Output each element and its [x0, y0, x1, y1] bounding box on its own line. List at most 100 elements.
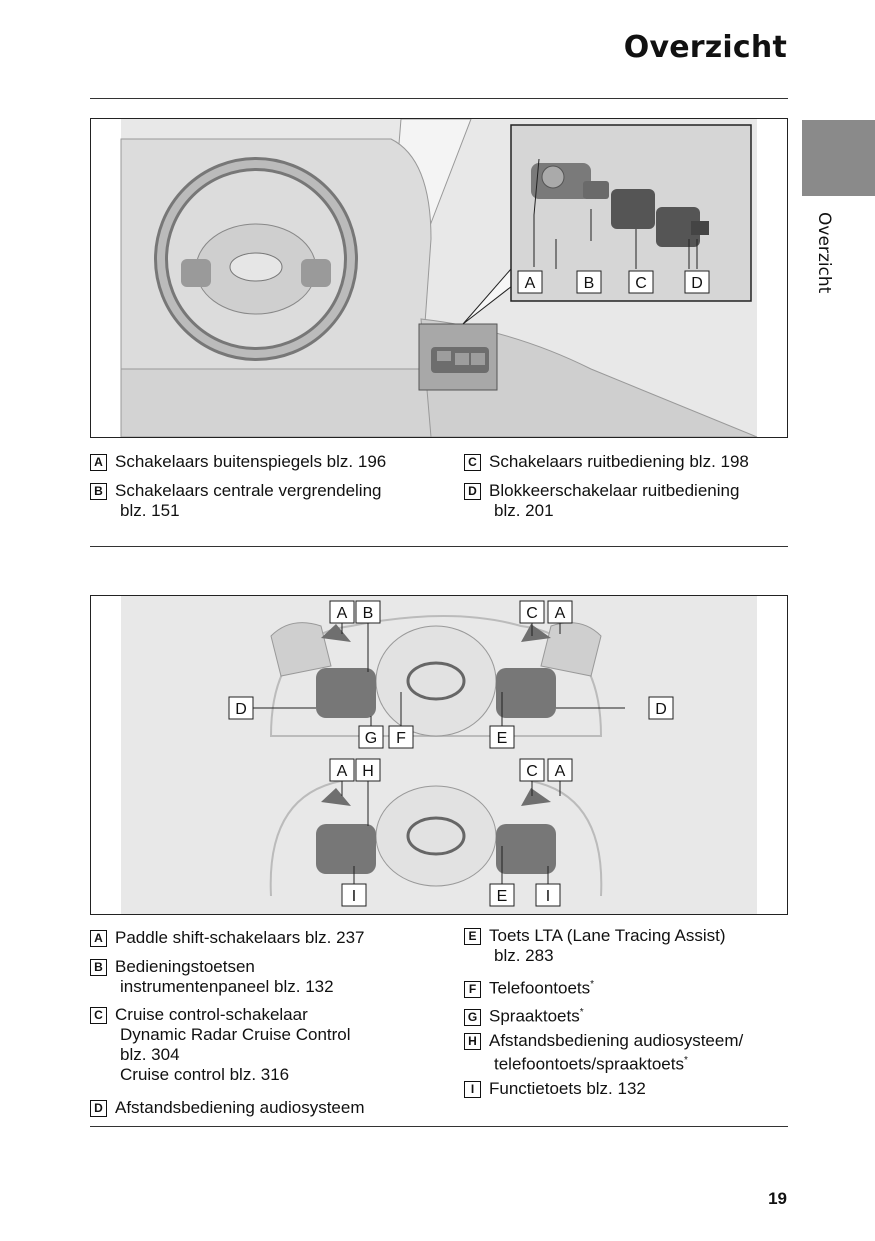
callout-b: B: [576, 270, 602, 294]
legend-steering-switches: A Paddle shift-schakelaars blz. 237 B Bedi…: [90, 926, 788, 1118]
item-text: Functietoets blz. 132: [489, 1079, 646, 1098]
svg-text:F: F: [396, 730, 406, 747]
callout-f: F: [388, 725, 414, 749]
callout-a: A: [329, 758, 355, 782]
svg-text:A: A: [337, 605, 348, 622]
callout-d: D: [228, 696, 254, 720]
callout-a: A: [329, 600, 355, 624]
callout-a: A: [517, 270, 543, 294]
svg-text:H: H: [362, 763, 374, 780]
svg-text:A: A: [555, 763, 566, 780]
item-subtext: Cruise control blz. 316: [120, 1065, 290, 1084]
legend-item: C Cruise control-schakelaar Dynamic Radar…: [90, 1005, 351, 1085]
callout-g: G: [358, 725, 384, 749]
footer-divider: [90, 1126, 788, 1127]
callout-i: I: [535, 883, 561, 907]
svg-text:A: A: [337, 763, 348, 780]
item-subtext: blz. 304: [120, 1045, 180, 1064]
steering-wheel-illustration: A B C A D D G F E A H C A I E I: [121, 596, 757, 914]
legend-item: H Afstandsbediening audiosysteem/ telefoo…: [464, 1031, 743, 1075]
figure-steering-switches: A B C A D D G F E A H C A I E I: [90, 595, 788, 915]
item-text: Afstandsbediening audiosysteem/: [489, 1031, 744, 1050]
svg-text:G: G: [365, 730, 377, 747]
callout-d: D: [648, 696, 674, 720]
callout-c: C: [519, 600, 545, 624]
callout-c: C: [628, 270, 654, 294]
svg-text:C: C: [526, 763, 538, 780]
svg-text:D: D: [655, 701, 667, 718]
section-tab-label: Overzicht: [814, 212, 834, 294]
svg-text:I: I: [546, 888, 550, 905]
svg-text:A: A: [525, 275, 536, 292]
header-divider: [90, 98, 788, 99]
key-box: F: [464, 980, 481, 998]
dashboard-illustration: A B C D: [120, 119, 758, 437]
item-text: Schakelaars centrale vergrendeling: [115, 481, 382, 500]
svg-text:A: A: [555, 605, 566, 622]
svg-text:B: B: [363, 605, 374, 622]
item-text: Afstandsbediening audiosysteem: [115, 1098, 365, 1117]
svg-text:D: D: [691, 275, 703, 292]
key-box: I: [464, 1081, 481, 1098]
footnote-mark: *: [590, 979, 595, 990]
key-box: A: [90, 930, 107, 947]
item-text: Blokkeerschakelaar ruitbediening: [489, 481, 740, 500]
callout-a: A: [547, 600, 573, 624]
key-box: C: [90, 1007, 107, 1024]
legend-item: F Telefoontoets*: [464, 975, 594, 999]
key-box: E: [464, 928, 481, 945]
legend-door-switches: A Schakelaars buitenspiegels blz. 196 B Sc…: [90, 452, 788, 532]
item-subtext-wrap: telefoontoets/spraaktoets*: [464, 1051, 743, 1075]
svg-text:B: B: [584, 275, 595, 292]
item-subtext: Dynamic Radar Cruise Control: [120, 1025, 351, 1044]
item-text: Telefoontoets: [489, 978, 591, 998]
footnote-mark: *: [579, 1007, 584, 1018]
item-text: Toets LTA (Lane Tracing Assist): [489, 926, 726, 945]
callout-i: I: [341, 883, 367, 907]
legend-item: C Schakelaars ruitbediening blz. 198: [464, 452, 749, 472]
item-subtext: telefoontoets/spraaktoets: [494, 1054, 684, 1074]
svg-text:E: E: [497, 730, 508, 747]
key-box: B: [90, 959, 107, 976]
footnote-mark: *: [683, 1055, 688, 1066]
item-text: Schakelaars buitenspiegels blz. 196: [115, 452, 387, 471]
page-number: 19: [768, 1189, 787, 1208]
item-subtext: blz. 201: [494, 501, 554, 520]
section-divider: [90, 546, 788, 547]
item-text: Cruise control-schakelaar: [115, 1005, 308, 1024]
callout-h: H: [355, 758, 381, 782]
key-box: B: [90, 483, 107, 500]
page-title: Overzicht: [623, 30, 787, 65]
svg-text:I: I: [352, 888, 356, 905]
key-box: H: [464, 1033, 481, 1050]
legend-item: B Bedieningstoetsen instrumentenpaneel bl…: [90, 957, 334, 997]
callout-a: A: [547, 758, 573, 782]
callout-d: D: [684, 270, 710, 294]
callout-e: E: [489, 725, 515, 749]
item-text: Schakelaars ruitbediening blz. 198: [489, 452, 749, 471]
figure-door-switches: A B C D: [90, 118, 788, 438]
legend-item: G Spraaktoets*: [464, 1003, 584, 1027]
legend-item: I Functietoets blz. 132: [464, 1079, 646, 1099]
key-box: D: [464, 483, 481, 500]
svg-text:C: C: [635, 275, 647, 292]
callout-b: B: [355, 600, 381, 624]
section-tab: [802, 120, 875, 196]
legend-item: A Paddle shift-schakelaars blz. 237: [90, 928, 364, 948]
legend-item: A Schakelaars buitenspiegels blz. 196: [90, 452, 386, 472]
legend-item: D Blokkeerschakelaar ruitbediening blz. 2…: [464, 481, 739, 521]
callout-c: C: [519, 758, 545, 782]
svg-text:E: E: [497, 888, 508, 905]
key-box: A: [90, 454, 107, 471]
key-box: C: [464, 454, 481, 471]
item-text: Spraaktoets: [489, 1006, 580, 1026]
callout-e: E: [489, 883, 515, 907]
item-subtext: blz. 283: [494, 946, 554, 965]
item-text: Paddle shift-schakelaars blz. 237: [115, 928, 365, 947]
legend-item: E Toets LTA (Lane Tracing Assist) blz. 28…: [464, 926, 726, 966]
item-text: Bedieningstoetsen: [115, 957, 255, 976]
item-subtext: instrumentenpaneel blz. 132: [120, 977, 334, 996]
key-box: G: [464, 1008, 481, 1026]
